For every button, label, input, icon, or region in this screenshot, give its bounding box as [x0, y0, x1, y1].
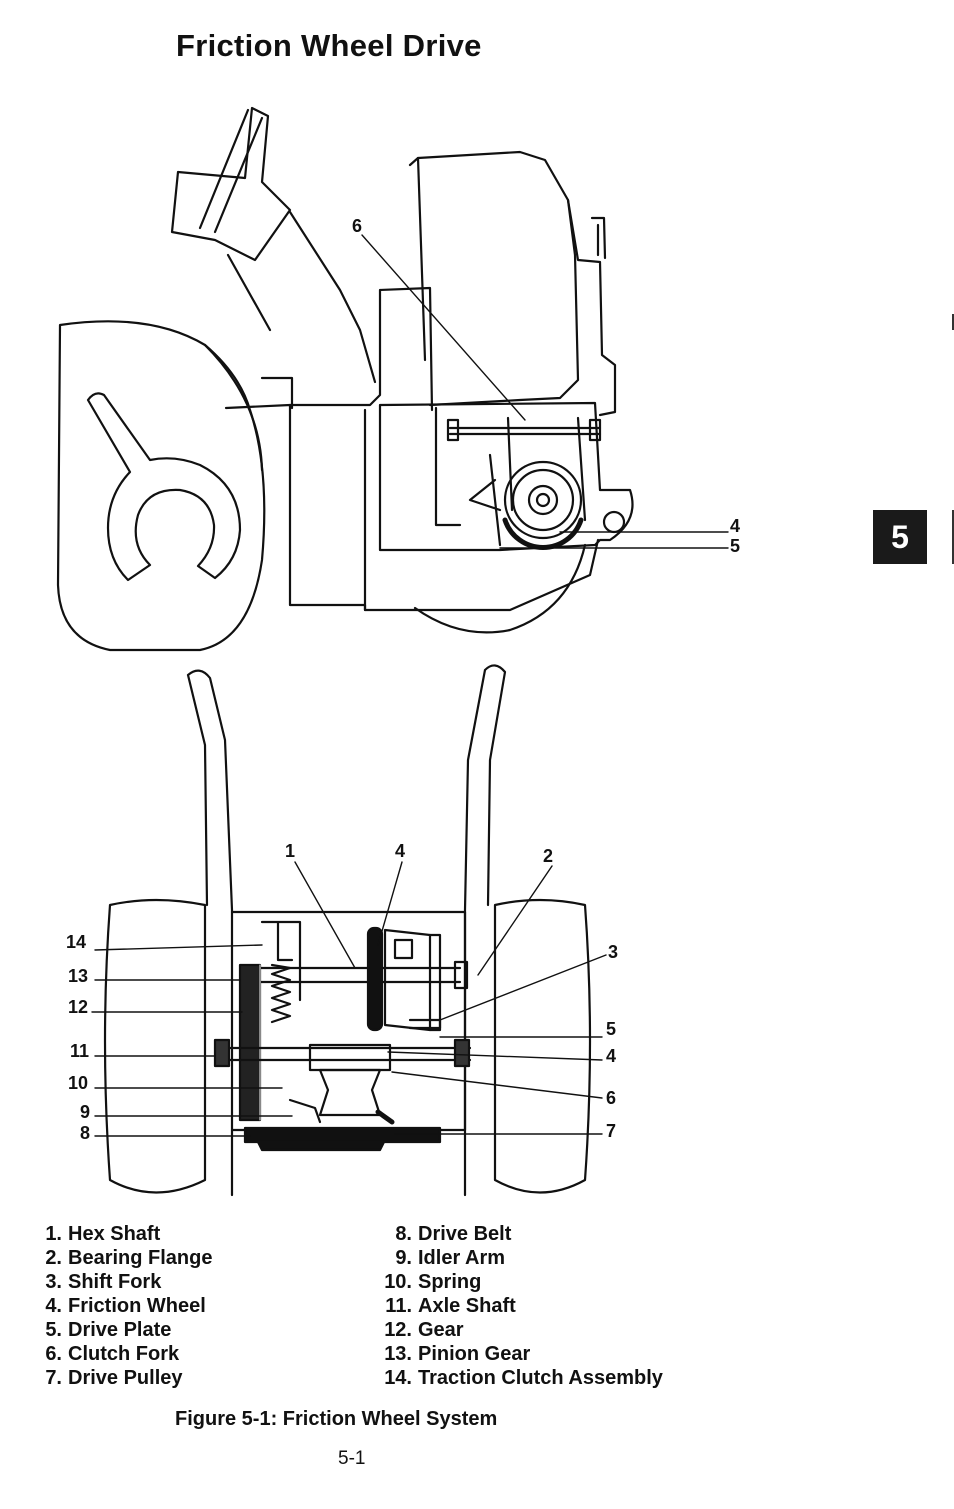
side-clutch-fork — [506, 416, 587, 522]
callout-rear-11: 11 — [70, 1041, 89, 1061]
legend-item: 5.Drive Plate — [45, 1319, 172, 1341]
callout-rear-14: 14 — [66, 932, 86, 952]
left-tire — [103, 898, 207, 1194]
rear-shift-fork — [408, 1018, 442, 1030]
rear-drive-pulley — [318, 1068, 382, 1117]
page-number: 5-1 — [338, 1448, 366, 1469]
legend-item: 2.Bearing Flange — [45, 1247, 213, 1269]
callout-rear-7: 7 — [606, 1121, 616, 1141]
callout-rear-3: 3 — [608, 942, 618, 962]
chute-deflector — [170, 106, 292, 262]
leader-side-6 — [361, 234, 526, 421]
rear-friction-wheel — [366, 926, 384, 1032]
section-tab: 5 — [873, 510, 927, 564]
leader-rear-3 — [439, 954, 607, 1021]
figure-caption: Figure 5-1: Friction Wheel System — [175, 1408, 498, 1430]
left-handle — [186, 669, 234, 1197]
edge-mark-mid — [952, 510, 954, 564]
leader-rear-4-top — [377, 861, 403, 946]
callout-rear-2: 2 — [543, 846, 553, 866]
legend-item: 13.Pinion Gear — [384, 1343, 531, 1365]
gear-stack — [238, 963, 262, 1122]
callout-side-6: 6 — [352, 216, 362, 236]
legend-item: 3.Shift Fork — [45, 1271, 162, 1293]
impeller-opening — [86, 392, 242, 582]
right-handle — [463, 664, 507, 1197]
legend-item: 11.Axle Shaft — [385, 1295, 516, 1317]
traction-clutch-bracket — [260, 920, 302, 1002]
callout-rear-9: 9 — [80, 1102, 90, 1122]
callout-rear-4-right: 4 — [606, 1046, 616, 1066]
legend-item: 7.Drive Pulley — [45, 1367, 183, 1389]
side-view-callouts: 6 4 5 — [352, 216, 740, 556]
engine — [408, 150, 580, 407]
callout-rear-4-top: 4 — [395, 841, 405, 861]
auger-housing — [56, 320, 266, 652]
callout-side-5: 5 — [730, 536, 740, 556]
leader-rear-4-right — [387, 1051, 603, 1061]
legend-item: 8.Drive Belt — [395, 1223, 512, 1245]
side-friction-wheel — [502, 460, 584, 551]
rear-view-callouts: 1 4 2 14 13 12 11 10 9 8 3 5 4 6 7 — [66, 841, 618, 1143]
rear-drive-plate — [383, 928, 432, 1032]
drive-belt-base — [243, 1126, 442, 1144]
parts-legend-left: 1.Hex Shaft 2.Bearing Flange 3.Shift For… — [38, 1222, 212, 1390]
callout-rear-10: 10 — [68, 1073, 88, 1093]
parts-legend-right: 8.Drive Belt 9.Idler Arm 10.Spring 11.Ax… — [376, 1222, 663, 1390]
callout-rear-5: 5 — [606, 1019, 616, 1039]
leader-rear-14 — [94, 944, 263, 951]
page-title: Friction Wheel Drive — [176, 28, 482, 63]
frame-body — [224, 403, 600, 612]
transmission-case — [378, 401, 634, 552]
legend-item: 14.Traction Clutch Assembly — [384, 1367, 663, 1389]
callout-rear-8: 8 — [80, 1123, 90, 1143]
callout-rear-13: 13 — [68, 966, 88, 986]
legend-item: 10.Spring — [384, 1271, 482, 1293]
callout-side-4: 4 — [730, 516, 740, 536]
edge-mark-top — [952, 314, 954, 330]
rear-axle-shaft — [213, 1046, 472, 1062]
callout-rear-12: 12 — [68, 997, 88, 1017]
right-tire — [493, 898, 592, 1194]
callout-rear-1: 1 — [285, 841, 295, 861]
leader-rear-2 — [477, 865, 553, 976]
leader-rear-1 — [294, 861, 356, 969]
legend-item: 4.Friction Wheel — [45, 1295, 206, 1317]
discharge-chute — [226, 210, 377, 384]
callout-rear-6: 6 — [606, 1088, 616, 1108]
legend-item: 1.Hex Shaft — [45, 1223, 161, 1245]
rear-view-drive — [91, 664, 607, 1197]
legend-item: 9.Idler Arm — [395, 1247, 506, 1269]
side-drive-wheel — [413, 543, 587, 634]
legend-item: 12.Gear — [384, 1319, 464, 1341]
leader-rear-6 — [391, 1071, 603, 1099]
spring-coil — [270, 963, 292, 1024]
rear-idler-arm — [288, 1098, 322, 1124]
side-view-snowthrower — [56, 106, 729, 652]
legend-item: 6.Clutch Fork — [45, 1343, 180, 1365]
side-hex-shaft — [448, 426, 602, 436]
